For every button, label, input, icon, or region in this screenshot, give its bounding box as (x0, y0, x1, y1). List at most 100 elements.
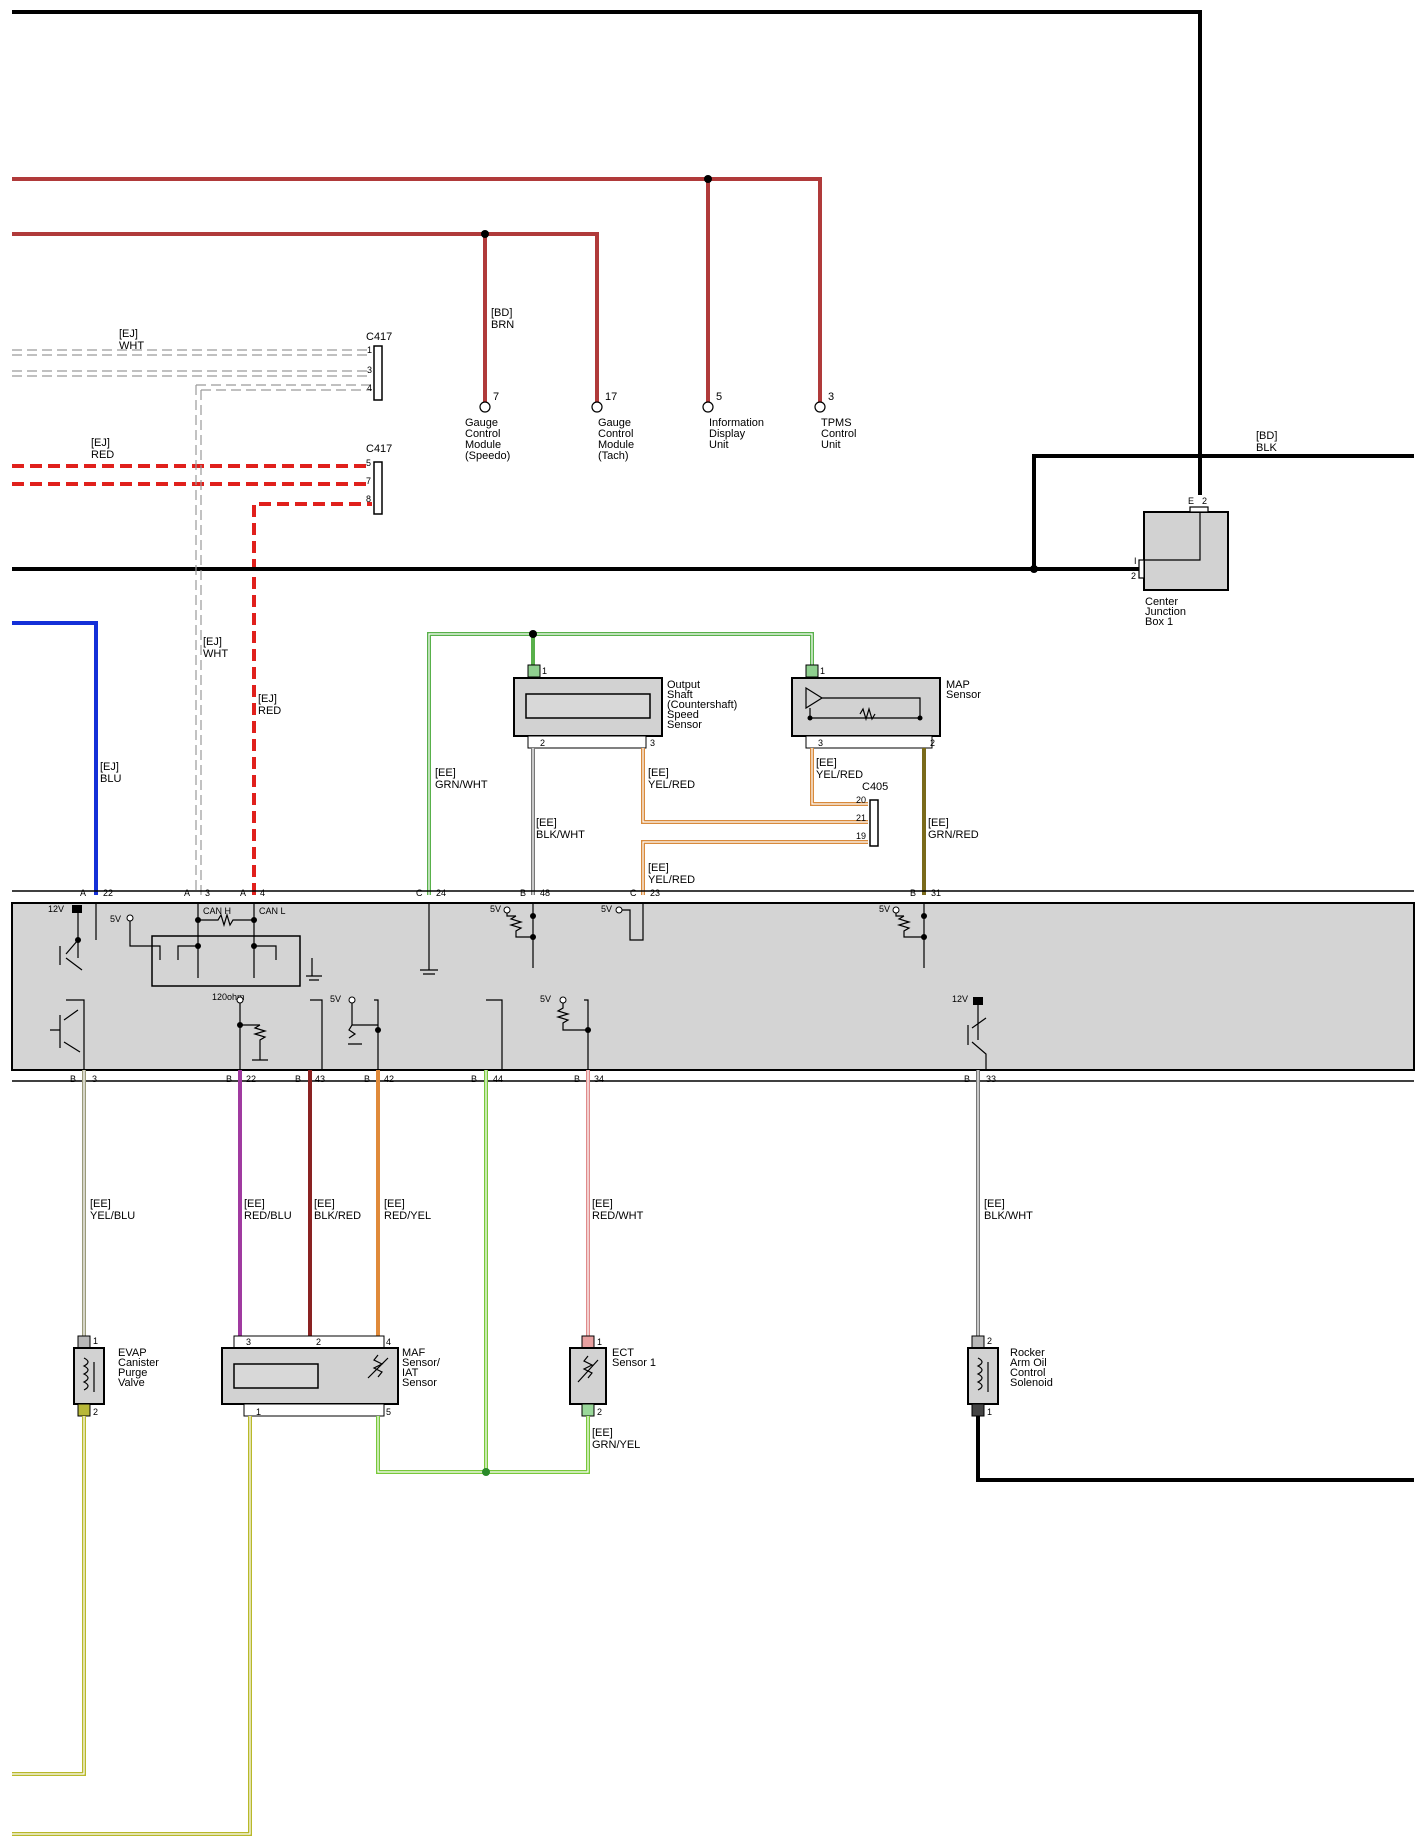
wire-label-ej-wht-top: [EJ] WHT (119, 328, 144, 352)
wire-ee-yel-red-23 (641, 840, 868, 895)
svg-text:1: 1 (987, 1407, 992, 1417)
gauge-speedo-terminal: 7 Gauge Control Module (Speedo) (465, 391, 510, 462)
svg-text:2: 2 (1131, 571, 1136, 581)
svg-text:5V: 5V (540, 994, 551, 1004)
svg-text:B: B (964, 1074, 970, 1084)
svg-text:3: 3 (828, 391, 834, 403)
gauge-speedo-label: Gauge Control Module (Speedo) (465, 417, 510, 462)
svg-text:17: 17 (605, 391, 617, 403)
info-display-label: Information Display Unit (709, 417, 767, 451)
svg-text:5V: 5V (110, 914, 121, 924)
wire-top-blk (12, 10, 1202, 495)
svg-text:42: 42 (384, 1074, 394, 1084)
svg-text:33: 33 (986, 1074, 996, 1084)
svg-text:19: 19 (856, 831, 866, 841)
wire-label-ee-yel-red-23: [EE] YEL/RED (648, 862, 695, 886)
svg-text:A: A (80, 888, 86, 898)
svg-text:B: B (70, 1074, 76, 1084)
wire-label-ee-red-wht: [EE] RED/WHT (592, 1198, 644, 1222)
svg-text:12V: 12V (48, 904, 64, 914)
svg-text:5V: 5V (330, 994, 341, 1004)
svg-text:4: 4 (367, 383, 372, 393)
svg-text:B: B (295, 1074, 301, 1084)
evap-canister-purge-valve: 1 2 EVAP Canister Purge Valve (73, 1335, 162, 1417)
svg-text:1: 1 (820, 666, 825, 676)
wire-label-ee-grn-red: [EE] GRN/RED (928, 817, 979, 841)
tpms-terminal: 3 TPMS Control Unit (814, 391, 860, 451)
c23-input: 5V (601, 903, 644, 941)
svg-text:31: 31 (931, 888, 941, 898)
svg-text:1: 1 (367, 345, 372, 355)
maf-iat-sensor: 3 2 4 1 5 MAF Sensor/ IAT Sensor (221, 1335, 441, 1417)
wire-brn-upper (12, 177, 822, 405)
svg-text:2: 2 (316, 1337, 321, 1347)
svg-text:I: I (1134, 556, 1137, 566)
tpms-label: TPMS Control Unit (821, 417, 860, 451)
svg-text:3: 3 (367, 365, 372, 375)
svg-text:8: 8 (366, 494, 371, 504)
wire-label-ee-grn-yel: [EE] GRN/YEL (592, 1427, 640, 1451)
svg-text:4: 4 (260, 888, 265, 898)
center-junction-box: E 2 I 2 Center Junction Box 1 (1131, 496, 1229, 628)
svg-text:43: 43 (315, 1074, 325, 1084)
wire-label-ee-blk-wht-rocker: [EE] BLK/WHT (984, 1198, 1033, 1222)
b48-pullup: 5V (490, 903, 536, 968)
svg-text:A: A (240, 888, 246, 898)
wire-yel-grn-maf (12, 1416, 252, 1836)
wire-label-ee-grn-wht: [EE] GRN/WHT (435, 767, 488, 791)
svg-text:C417: C417 (366, 331, 392, 343)
svg-text:12V: 12V (952, 994, 968, 1004)
svg-text:7: 7 (493, 391, 499, 403)
svg-text:5: 5 (716, 391, 722, 403)
svg-text:1: 1 (542, 666, 547, 676)
svg-text:B: B (520, 888, 526, 898)
svg-text:CAN H: CAN H (203, 906, 231, 916)
wire-label-ee-red-blu: [EE] RED/BLU (244, 1198, 292, 1222)
svg-text:2: 2 (987, 1336, 992, 1346)
svg-text:24: 24 (436, 888, 446, 898)
rocker-label: Rocker Arm Oil Control Solenoid (1010, 1347, 1053, 1389)
svg-text:44: 44 (493, 1074, 503, 1084)
svg-text:E: E (1188, 496, 1194, 506)
wire-label-ee-yel-blu: [EE] YEL/BLU (90, 1198, 135, 1222)
map-sensor-label: MAP Sensor (946, 679, 981, 701)
info-display-terminal: 5 Information Display Unit (702, 391, 767, 451)
svg-text:3: 3 (205, 888, 210, 898)
svg-text:21: 21 (856, 813, 866, 823)
wire-blk-rocker-ground (976, 1416, 1414, 1482)
svg-text:B: B (574, 1074, 580, 1084)
svg-text:7: 7 (366, 476, 371, 486)
svg-text:3: 3 (92, 1074, 97, 1084)
svg-text:1: 1 (597, 1337, 602, 1347)
svg-text:3: 3 (246, 1337, 251, 1347)
svg-text:5V: 5V (879, 904, 890, 914)
svg-text:48: 48 (540, 888, 550, 898)
output-shaft-speed-sensor: 1 2 3 Output Shaft (Countershaft) Speed … (513, 664, 737, 749)
svg-text:2: 2 (540, 738, 545, 748)
center-junction-label: Center Junction Box 1 (1145, 596, 1189, 628)
pcm-top-pins: A 22 A 3 A 4 C 24 B 48 C 23 B 31 (80, 888, 941, 898)
svg-text:22: 22 (246, 1074, 256, 1084)
svg-text:B: B (226, 1074, 232, 1084)
svg-text:2: 2 (93, 1407, 98, 1417)
c405-connector: C405 20 21 19 (856, 781, 888, 847)
wire-ee-grn-wht (427, 632, 814, 895)
svg-text:23: 23 (650, 888, 660, 898)
svg-text:34: 34 (594, 1074, 604, 1084)
can-transceiver: CAN H CAN L 120ohm 5V (110, 903, 322, 1002)
evap-label: EVAP Canister Purge Valve (118, 1347, 162, 1389)
gauge-tach-terminal: 17 Gauge Control Module (Tach) (591, 391, 637, 462)
gauge-tach-label: Gauge Control Module (Tach) (598, 417, 637, 462)
svg-text:C: C (630, 888, 637, 898)
svg-text:2: 2 (930, 738, 935, 748)
svg-text:5V: 5V (490, 904, 501, 914)
wire-yel-grn-evap (12, 1416, 86, 1776)
wire-ej-red-8 (252, 502, 372, 895)
wire-label-ee-blk-wht-oss: [EE] BLK/WHT (536, 817, 585, 841)
wire-bd-blk-right (1032, 454, 1414, 569)
svg-text:5: 5 (386, 1407, 391, 1417)
svg-text:CAN L: CAN L (259, 906, 286, 916)
svg-text:120ohm: 120ohm (212, 992, 245, 1002)
b31-pullup: 5V (879, 903, 927, 968)
wire-label-ee-red-yel: [EE] RED/YEL (384, 1198, 431, 1222)
